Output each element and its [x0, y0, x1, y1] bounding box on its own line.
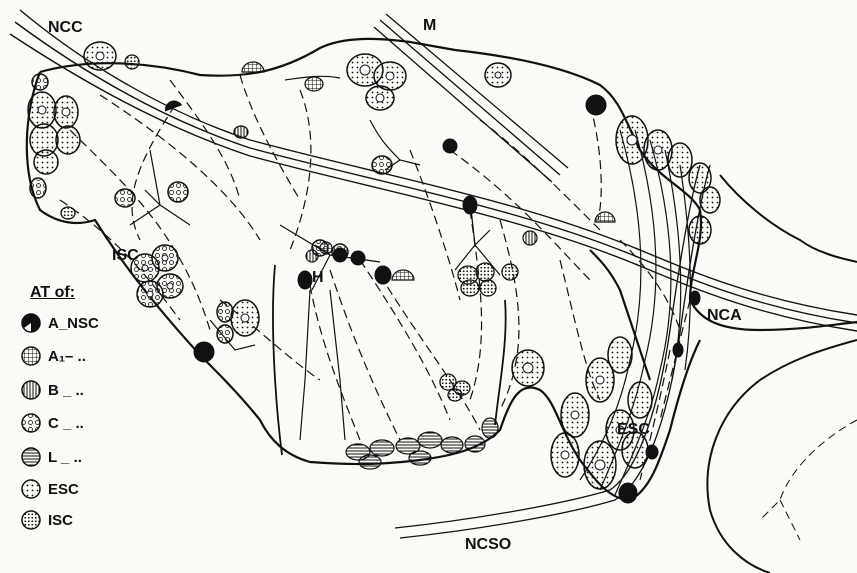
dense-dot-clusters — [61, 55, 518, 401]
label-h: H — [312, 270, 324, 286]
legend-label-a1: A₁– .. — [48, 348, 86, 365]
legend-item-b: B _ .. — [20, 378, 84, 402]
legend-item-l: L _ .. — [20, 445, 82, 469]
legend-item-a1: A₁– .. — [20, 344, 86, 368]
horizontal-stripe-terminal-icon — [20, 446, 42, 468]
lobe-outline — [707, 175, 857, 573]
legend-item-c: C _ .. — [20, 411, 84, 435]
label-nca: NCA — [707, 308, 742, 324]
vertical-stripe-terminal-icon — [20, 379, 42, 401]
grid-terminal-icon — [20, 345, 42, 367]
dense-dotted-terminal-icon — [20, 509, 42, 531]
label-isc: ISC — [112, 248, 139, 264]
legend-label-a-nsc: A_NSC — [48, 315, 99, 332]
legend-title: AT of: — [30, 285, 75, 301]
legend-item-esc: ESC — [20, 477, 79, 501]
dotted-terminal-icon — [20, 478, 42, 500]
ncso-tract — [395, 165, 710, 538]
label-m: M — [423, 18, 436, 34]
legend-item-isc: ISC — [20, 508, 73, 532]
legend-label-c: C _ .. — [48, 415, 84, 432]
label-ncc: NCC — [48, 20, 83, 36]
lobe-fibers — [760, 420, 857, 540]
isc-cell-group — [30, 74, 392, 343]
legend-label-b: B _ .. — [48, 382, 84, 399]
nsc-cell-clusters — [28, 42, 544, 386]
legend-label-l: L _ .. — [48, 449, 82, 466]
b-terminals — [234, 126, 537, 262]
legend-label-esc: ESC — [48, 481, 79, 498]
m-tract — [374, 14, 568, 182]
legend-item-a-nsc: A_NSC — [20, 311, 99, 335]
black-terminal-icon — [20, 312, 42, 334]
l-terminals — [346, 418, 498, 469]
circles-terminal-icon — [20, 412, 42, 434]
label-ncso: NCSO — [465, 537, 511, 553]
label-esc: ESC — [617, 422, 650, 438]
legend-label-isc: ISC — [48, 512, 73, 529]
